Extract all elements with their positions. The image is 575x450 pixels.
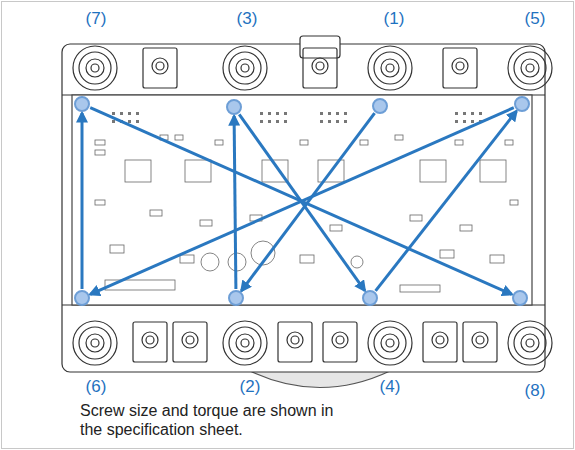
- screw-point: (3): [226, 99, 242, 115]
- screw-point: (1): [372, 98, 388, 114]
- order-arrow: [234, 116, 236, 289]
- order-arrow: [241, 113, 374, 291]
- screw-point: (7): [74, 96, 90, 112]
- callout-number: (7): [86, 10, 107, 29]
- callout-number: (8): [525, 382, 546, 401]
- callout-number: (3): [237, 10, 258, 29]
- screw-point: (5): [514, 96, 530, 112]
- caption-text: Screw size and torque are shown in the s…: [80, 401, 360, 439]
- callout-number: (5): [525, 10, 546, 29]
- callout-number: (1): [384, 10, 405, 29]
- order-arrow: [81, 113, 84, 289]
- screw-point: (6): [74, 290, 90, 306]
- callout-number: (6): [86, 378, 107, 397]
- order-arrow: [90, 108, 512, 295]
- callout-number: (4): [380, 378, 401, 397]
- screw-point: (8): [512, 290, 528, 306]
- screw-point: (4): [362, 290, 378, 306]
- screw-point: (2): [228, 290, 244, 306]
- callout-number: (2): [240, 378, 261, 397]
- order-arrow: [90, 108, 514, 295]
